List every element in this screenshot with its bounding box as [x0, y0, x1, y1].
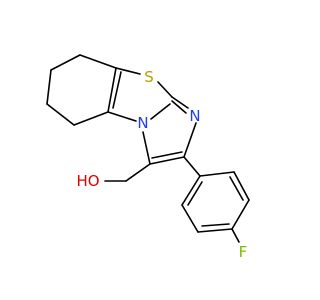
bond [171, 100, 187, 114]
bond [107, 111, 137, 122]
bond [125, 163, 151, 182]
bond [199, 171, 235, 177]
bond [183, 122, 197, 158]
bond [112, 71, 122, 109]
bond [46, 103, 75, 126]
bond [229, 176, 244, 201]
bond [149, 156, 185, 165]
bond [46, 69, 52, 105]
bond [231, 228, 240, 243]
bond [150, 103, 171, 120]
bond [201, 223, 230, 227]
bond [50, 54, 81, 71]
molecule-structure: S N N HO F [46, 54, 250, 261]
bond [181, 175, 201, 206]
bridge-nitrogen-atom-label: N [137, 114, 148, 132]
imine-nitrogen-atom-label: N [189, 107, 200, 125]
sulfur-atom-label: S [144, 68, 154, 86]
bond [233, 171, 250, 201]
fluorine-atom-label: F [239, 243, 248, 261]
bond [171, 96, 189, 109]
bond [79, 54, 117, 69]
structure-canvas: S N N HO F [46, 54, 250, 261]
bond [157, 81, 173, 98]
bond [183, 156, 201, 177]
atom-labels: S N N HO F [76, 68, 247, 261]
bond [197, 228, 233, 233]
bond [181, 204, 199, 233]
bond-lines [46, 54, 250, 243]
hydroxyl-atom-label: HO [76, 172, 99, 190]
bond [142, 131, 151, 165]
bond [187, 181, 203, 206]
bond [73, 111, 109, 126]
bond [151, 151, 183, 159]
bond [107, 67, 117, 113]
bond [115, 67, 141, 75]
bond [231, 199, 250, 230]
